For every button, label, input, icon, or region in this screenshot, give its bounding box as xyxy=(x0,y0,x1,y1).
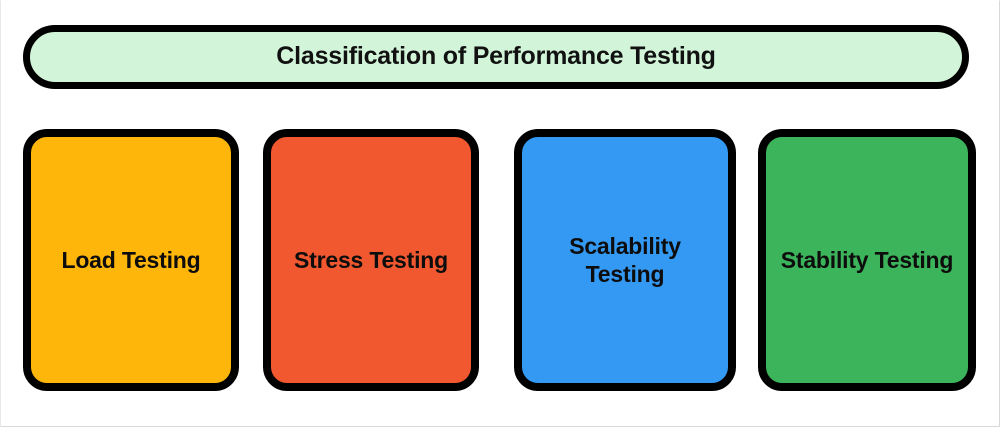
category-row: Load Testing Stress Testing Scalability … xyxy=(1,129,999,391)
category-box-stability-testing[interactable]: Stability Testing xyxy=(758,129,976,391)
category-box-scalability-testing[interactable]: Scalability Testing xyxy=(514,129,736,391)
category-box-load-testing[interactable]: Load Testing xyxy=(23,129,239,391)
category-box-stress-testing[interactable]: Stress Testing xyxy=(263,129,479,391)
page-title: Classification of Performance Testing xyxy=(276,42,716,71)
category-label-load-testing: Load Testing xyxy=(61,246,201,273)
category-label-stress-testing: Stress Testing xyxy=(294,246,448,273)
diagram-title-banner: Classification of Performance Testing xyxy=(23,25,969,89)
category-label-scalability-testing: Scalability Testing xyxy=(569,232,681,287)
category-label-stability-testing: Stability Testing xyxy=(780,246,954,273)
